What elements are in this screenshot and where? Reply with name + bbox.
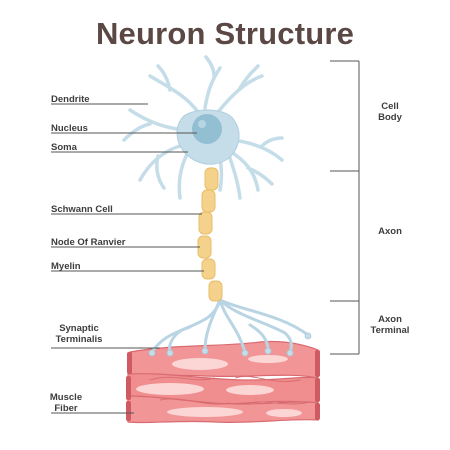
soma (176, 109, 240, 165)
label-schwann-cell: Schwann Cell (51, 204, 113, 215)
region-cell-body-line-1: Cell (381, 101, 399, 112)
dendrites (122, 55, 284, 200)
region-brackets (330, 60, 360, 355)
label-myelin: Myelin (51, 261, 81, 272)
label-synaptic-terminalis: Synaptic Terminalis (46, 323, 112, 345)
region-axon-terminal: Axon Terminal (362, 314, 418, 336)
region-axon-terminal-line-1: Axon (378, 314, 402, 325)
label-muscle-fiber-line-2: Fiber (54, 403, 78, 414)
region-axon-terminal-line-2: Terminal (370, 325, 410, 336)
label-muscle-fiber-line-1: Muscle (49, 392, 83, 403)
label-muscle-fiber: Muscle Fiber (46, 392, 86, 414)
muscle-fiber (126, 340, 320, 424)
axon-terminal (150, 298, 310, 354)
page-title: Neuron Structure (95, 16, 355, 51)
label-soma: Soma (51, 142, 77, 153)
label-synaptic-terminalis-line-2: Terminalis (55, 334, 103, 345)
label-node-of-ranvier: Node Of Ranvier (51, 237, 126, 248)
label-nucleus: Nucleus (51, 123, 88, 134)
leader-lines (51, 103, 204, 414)
nucleus (192, 114, 222, 144)
label-dendrite: Dendrite (51, 94, 90, 105)
region-cell-body: Cell Body (366, 101, 414, 123)
region-axon: Axon (378, 226, 402, 237)
label-synaptic-terminalis-line-1: Synaptic (59, 323, 99, 334)
synaptic-terminal-knobs (148, 332, 312, 357)
region-cell-body-line-2: Body (378, 112, 402, 123)
myelin-sheath (197, 167, 223, 302)
